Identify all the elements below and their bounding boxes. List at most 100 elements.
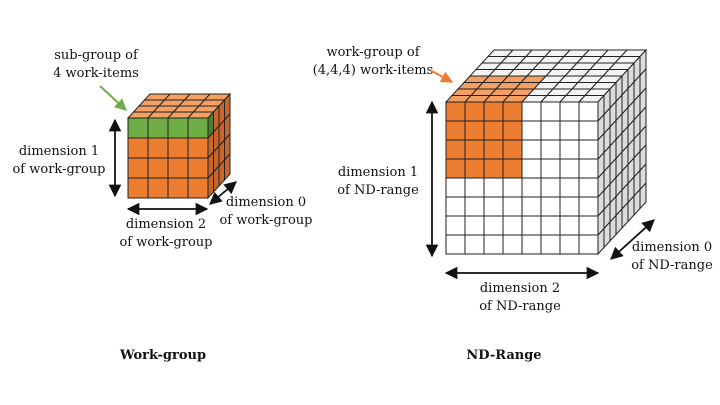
cube-front-cell bbox=[540, 158, 561, 179]
cube-front-cell bbox=[483, 139, 504, 160]
cube-front-cell bbox=[559, 177, 580, 198]
cube-side-cell bbox=[224, 152, 231, 182]
cube-front-cell bbox=[559, 158, 580, 179]
cube-front-cell bbox=[578, 196, 599, 217]
cube-front-cell bbox=[127, 157, 149, 179]
cube-front-cell bbox=[502, 196, 523, 217]
cube-front-cell bbox=[502, 177, 523, 198]
cube-front-cell bbox=[483, 120, 504, 141]
cube-front-cell bbox=[483, 101, 504, 122]
cube-front-cell bbox=[540, 177, 561, 198]
cube-front-cell bbox=[167, 117, 189, 139]
cube-front-cell bbox=[540, 234, 561, 255]
work-group-caption: Work-group bbox=[119, 348, 206, 363]
cube-front-cell bbox=[483, 215, 504, 236]
cube-front-cell bbox=[167, 137, 189, 159]
cube-front-cell bbox=[445, 139, 466, 160]
cube-front-cell bbox=[483, 234, 504, 255]
nd-dim1-label-line1: dimension 1 bbox=[338, 165, 418, 180]
subgroup-callout-arrow bbox=[99, 85, 127, 111]
cube-front-cell bbox=[502, 120, 523, 141]
cube-front-cell bbox=[502, 158, 523, 179]
cube-front-cell bbox=[127, 117, 149, 139]
cube-front-cell bbox=[559, 234, 580, 255]
subgroup-label-line2: 4 work-items bbox=[53, 66, 139, 81]
nd-dim2-label-line2: of ND-range bbox=[479, 299, 561, 314]
wg-dim1-label-line2: of work-group bbox=[12, 162, 105, 177]
nd-range-cube bbox=[444, 48, 648, 256]
cube-front-cell bbox=[521, 139, 542, 160]
cube-front-cell bbox=[445, 215, 466, 236]
cube-front-cell bbox=[127, 177, 149, 199]
cube-front-cell bbox=[540, 215, 561, 236]
cube-front-cell bbox=[521, 158, 542, 179]
cube-front-cell bbox=[502, 234, 523, 255]
nd-dim0-label-line1: dimension 0 bbox=[632, 240, 712, 255]
cube-front-cell bbox=[187, 177, 209, 199]
cube-front-cell bbox=[445, 158, 466, 179]
cube-front-cell bbox=[559, 215, 580, 236]
cube-front-cell bbox=[483, 196, 504, 217]
cube-front-cell bbox=[147, 117, 169, 139]
cube-front-cell bbox=[147, 157, 169, 179]
cube-front-cell bbox=[540, 120, 561, 141]
cube-front-cell bbox=[578, 120, 599, 141]
nd-dim1-label-line2: of ND-range bbox=[337, 183, 419, 198]
cube-front-cell bbox=[464, 158, 485, 179]
cube-front-cell bbox=[502, 215, 523, 236]
wg-dim1-label-line1: dimension 1 bbox=[19, 144, 99, 159]
cube-front-cell bbox=[559, 120, 580, 141]
subgroup-label-line1: sub-group of bbox=[54, 48, 139, 63]
cube-front-cell bbox=[521, 101, 542, 122]
cube-front-cell bbox=[483, 158, 504, 179]
cube-front-cell bbox=[445, 234, 466, 255]
nd-dim2-label-line1: dimension 2 bbox=[480, 281, 560, 296]
wg-dim0-label-line1: dimension 0 bbox=[226, 195, 306, 210]
cube-front-cell bbox=[559, 101, 580, 122]
cube-front-cell bbox=[540, 196, 561, 217]
cube-front-cell bbox=[445, 101, 466, 122]
nd-dim0-arrow bbox=[610, 219, 655, 260]
wg-dim0-arrow bbox=[209, 181, 237, 205]
cube-front-cell bbox=[559, 196, 580, 217]
cube-front-cell bbox=[502, 101, 523, 122]
cube-front-cell bbox=[521, 196, 542, 217]
nd-dim0-label-line2: of ND-range bbox=[631, 258, 713, 273]
cube-front-cell bbox=[187, 157, 209, 179]
cube-front-cell bbox=[464, 196, 485, 217]
cube-front-cell bbox=[521, 177, 542, 198]
nd-workgroup-label-line2: (4,4,4) work-items bbox=[313, 63, 434, 78]
cube-front-cell bbox=[167, 157, 189, 179]
cube-front-cell bbox=[502, 139, 523, 160]
cube-front-cell bbox=[167, 177, 189, 199]
cube-front-cell bbox=[483, 177, 504, 198]
wg-dim2-label-line1: dimension 2 bbox=[126, 217, 206, 232]
nd-workgroup-callout-arrow bbox=[429, 69, 454, 83]
cube-front-cell bbox=[147, 177, 169, 199]
cube-front-cell bbox=[578, 139, 599, 160]
cube-front-cell bbox=[445, 196, 466, 217]
cube-front-cell bbox=[540, 139, 561, 160]
cube-front-cell bbox=[147, 137, 169, 159]
cube-front-cell bbox=[464, 215, 485, 236]
cube-front-cell bbox=[521, 234, 542, 255]
cube-front-cell bbox=[578, 215, 599, 236]
wg-dim0-label-line2: of work-group bbox=[219, 213, 312, 228]
cube-front-cell bbox=[540, 101, 561, 122]
cube-front-cell bbox=[464, 139, 485, 160]
cube-front-cell bbox=[578, 158, 599, 179]
cube-front-cell bbox=[464, 234, 485, 255]
cube-front-cell bbox=[559, 139, 580, 160]
cube-front-cell bbox=[464, 177, 485, 198]
cube-front-cell bbox=[578, 234, 599, 255]
cube-front-cell bbox=[127, 137, 149, 159]
cube-front-cell bbox=[464, 120, 485, 141]
work-group-cube bbox=[126, 92, 232, 200]
cube-front-cell bbox=[187, 137, 209, 159]
cube-front-cell bbox=[578, 177, 599, 198]
cube-front-cell bbox=[445, 120, 466, 141]
cube-front-cell bbox=[187, 117, 209, 139]
cube-side-cell bbox=[639, 181, 647, 210]
nd-workgroup-label-line1: work-group of bbox=[326, 45, 420, 60]
